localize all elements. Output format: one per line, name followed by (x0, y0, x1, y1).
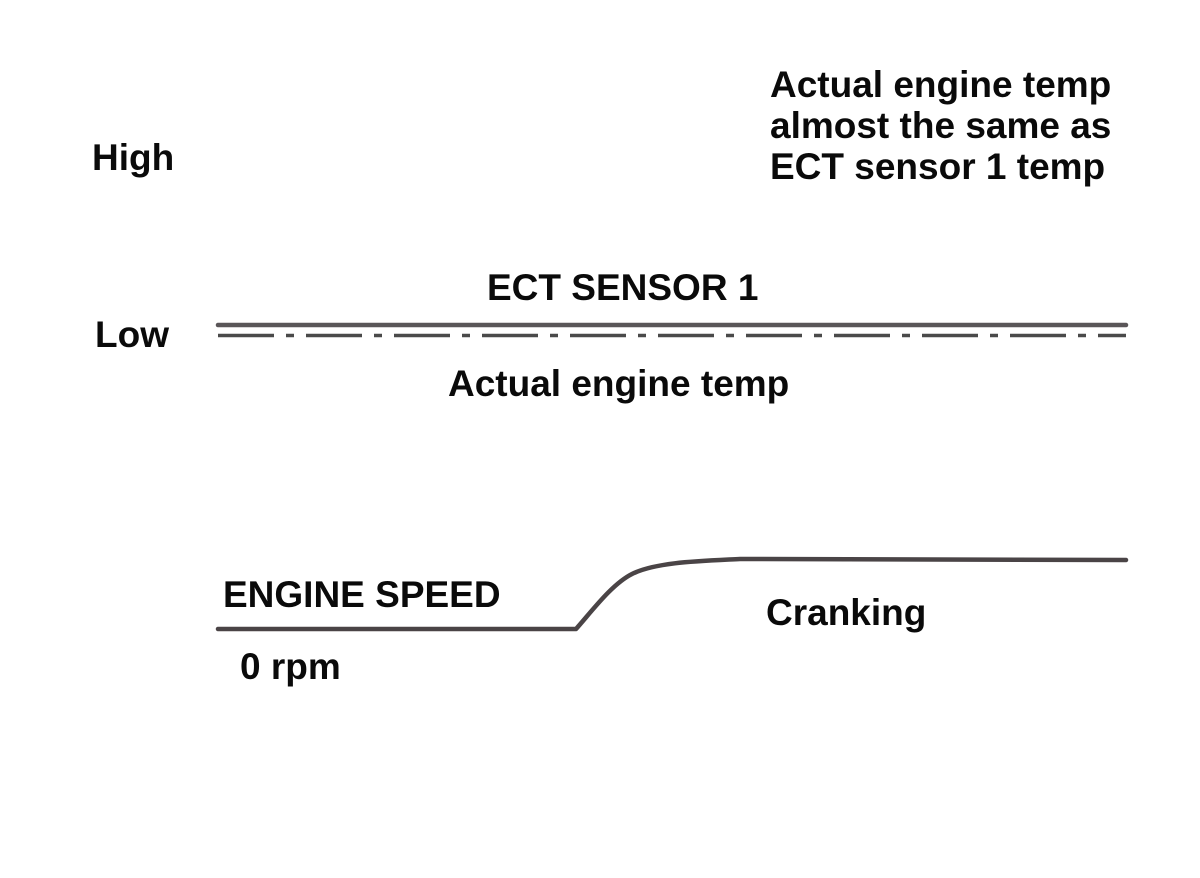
note-text: Actual engine temp almost the same as EC… (770, 64, 1111, 187)
zero-rpm-label: 0 rpm (240, 646, 341, 687)
engine-speed-line (215, 556, 1129, 632)
note-line-1: Actual engine temp (770, 64, 1112, 105)
actual-temp-label: Actual engine temp (448, 363, 790, 404)
engine-speed-label: ENGINE SPEED (223, 574, 501, 615)
cranking-label: Cranking (766, 592, 927, 633)
y-label-low: Low (95, 314, 169, 355)
y-label-high: High (92, 137, 175, 178)
note-line-2: almost the same as (770, 105, 1112, 146)
ect-sensor-label: ECT SENSOR 1 (487, 267, 759, 308)
note-line-3: ECT sensor 1 temp (770, 146, 1106, 187)
